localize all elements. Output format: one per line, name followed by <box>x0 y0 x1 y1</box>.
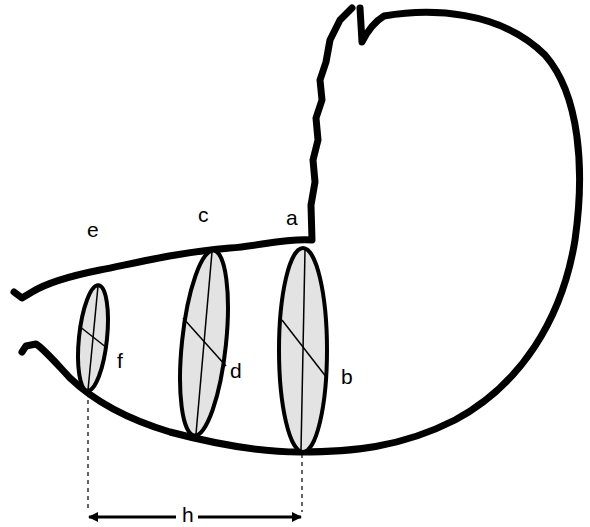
part-letter: a <box>286 207 298 228</box>
dimension-label-ground <box>176 504 198 526</box>
dimension-extension <box>87 392 88 512</box>
part-letter: c <box>198 204 209 225</box>
part-letter: e <box>87 219 99 240</box>
cross-section-d <box>172 248 235 438</box>
axis-line <box>196 252 212 434</box>
greater-curvature <box>22 8 580 452</box>
dimension-label: h <box>182 504 194 525</box>
cross-section-f <box>74 284 113 392</box>
axis-line <box>79 326 107 348</box>
axis-line <box>183 318 226 366</box>
part-letter: f <box>117 350 123 371</box>
part-letter: b <box>341 366 353 387</box>
cross-section-b <box>279 248 327 452</box>
axis-line <box>282 320 327 378</box>
part-letter: d <box>230 360 242 381</box>
axis-line <box>88 286 98 390</box>
dimension-extension <box>301 454 302 512</box>
